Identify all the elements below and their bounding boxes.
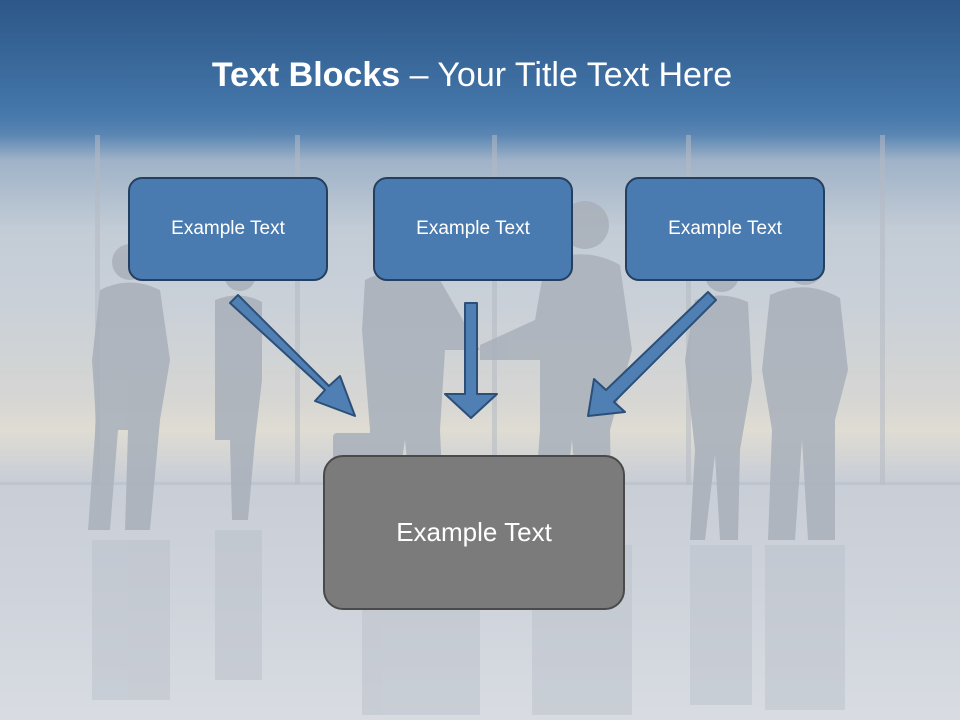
slide-title: Text Blocks – Your Title Text Here (0, 52, 944, 98)
text-block-main-label: Example Text (396, 517, 552, 547)
text-block-center-label: Example Text (416, 218, 530, 239)
text-block-right-label: Example Text (668, 218, 782, 239)
title-dash: – (409, 56, 429, 94)
title-bold-text: Text Blocks (211, 56, 401, 94)
text-block-center[interactable]: Example Text (373, 177, 573, 281)
arrow-down-right-icon (229, 294, 356, 417)
title-rest-text: Your Title Text Here (437, 56, 733, 94)
arrow-down-icon (444, 302, 498, 419)
title-bar: Text Blocks – Your Title Text Here (0, 0, 960, 130)
text-block-main[interactable]: Example Text (323, 455, 625, 610)
text-block-left[interactable]: Example Text (128, 177, 328, 281)
text-block-right[interactable]: Example Text (625, 177, 825, 281)
arrow-down-left-icon (587, 291, 717, 417)
text-block-left-label: Example Text (171, 218, 285, 239)
